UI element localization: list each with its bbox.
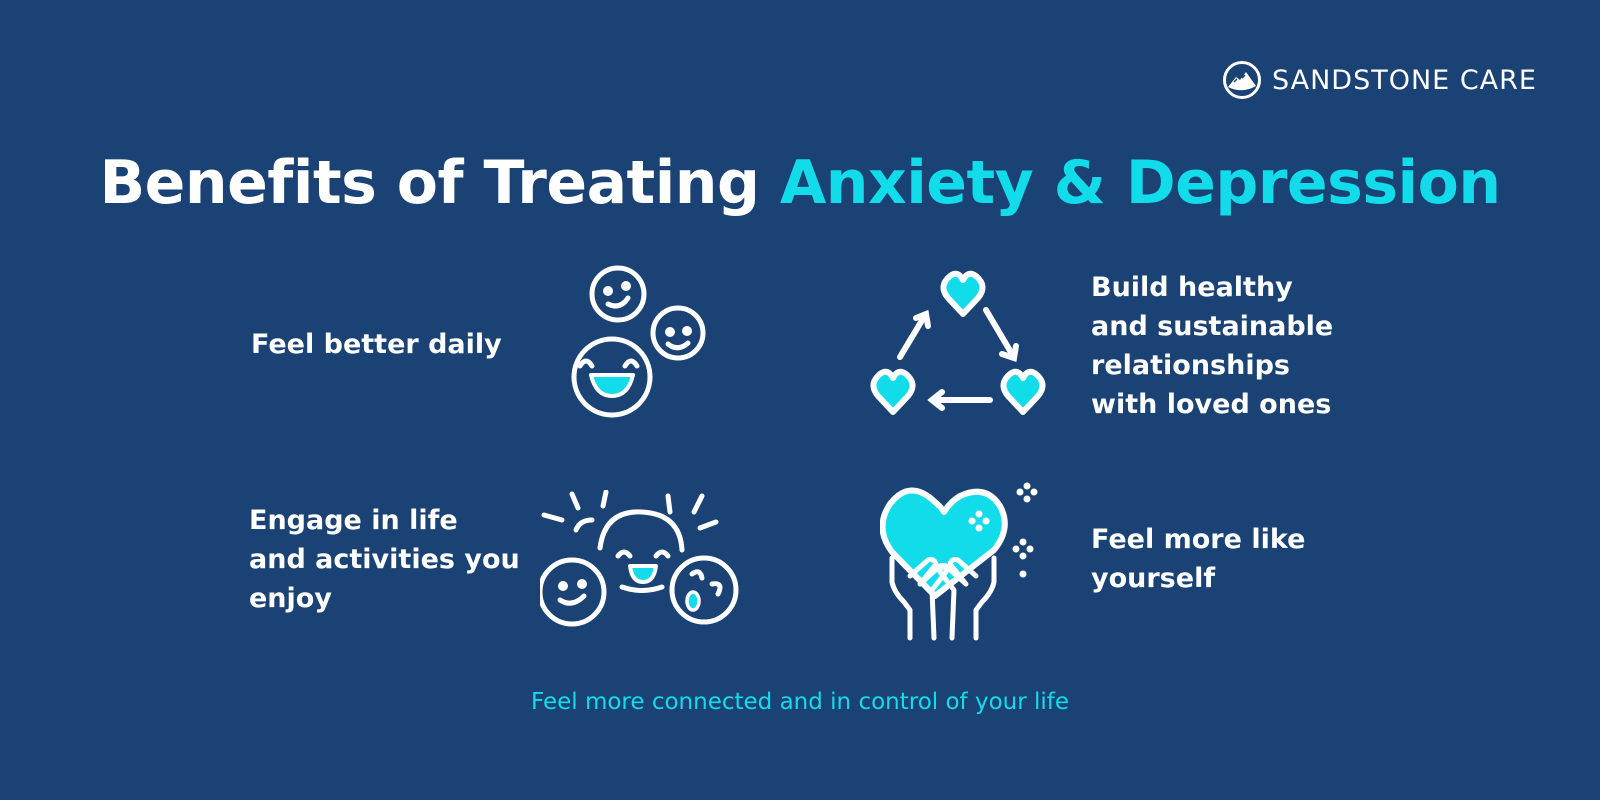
brand-name: SANDSTONE CARE: [1272, 64, 1537, 96]
heart-cycle-icon: [870, 270, 1046, 415]
mountain-logo-icon: [1223, 61, 1261, 99]
benefit-engage-label: Engage in life and activities you enjoy: [249, 505, 520, 614]
title-main: Benefits of Treating: [99, 148, 780, 218]
happy-group-icon: [540, 490, 739, 627]
benefit-feel-yourself-label: Feel more like yourself: [1091, 524, 1306, 594]
page-title: Benefits of Treating Anxiety & Depressio…: [0, 148, 1600, 218]
footer-tagline: Feel more connected and in control of yo…: [530, 689, 1070, 715]
hands-holding-heart-icon: [880, 482, 1038, 641]
title-accent: Anxiety & Depression: [779, 148, 1501, 218]
benefit-feel-better-label: Feel better daily: [251, 329, 502, 360]
smiley-faces-icon: [571, 265, 706, 418]
benefit-relationships-label: Build healthy and sustainable relationsh…: [1091, 272, 1334, 420]
brand-logo: SANDSTONE CARE: [1222, 60, 1537, 100]
